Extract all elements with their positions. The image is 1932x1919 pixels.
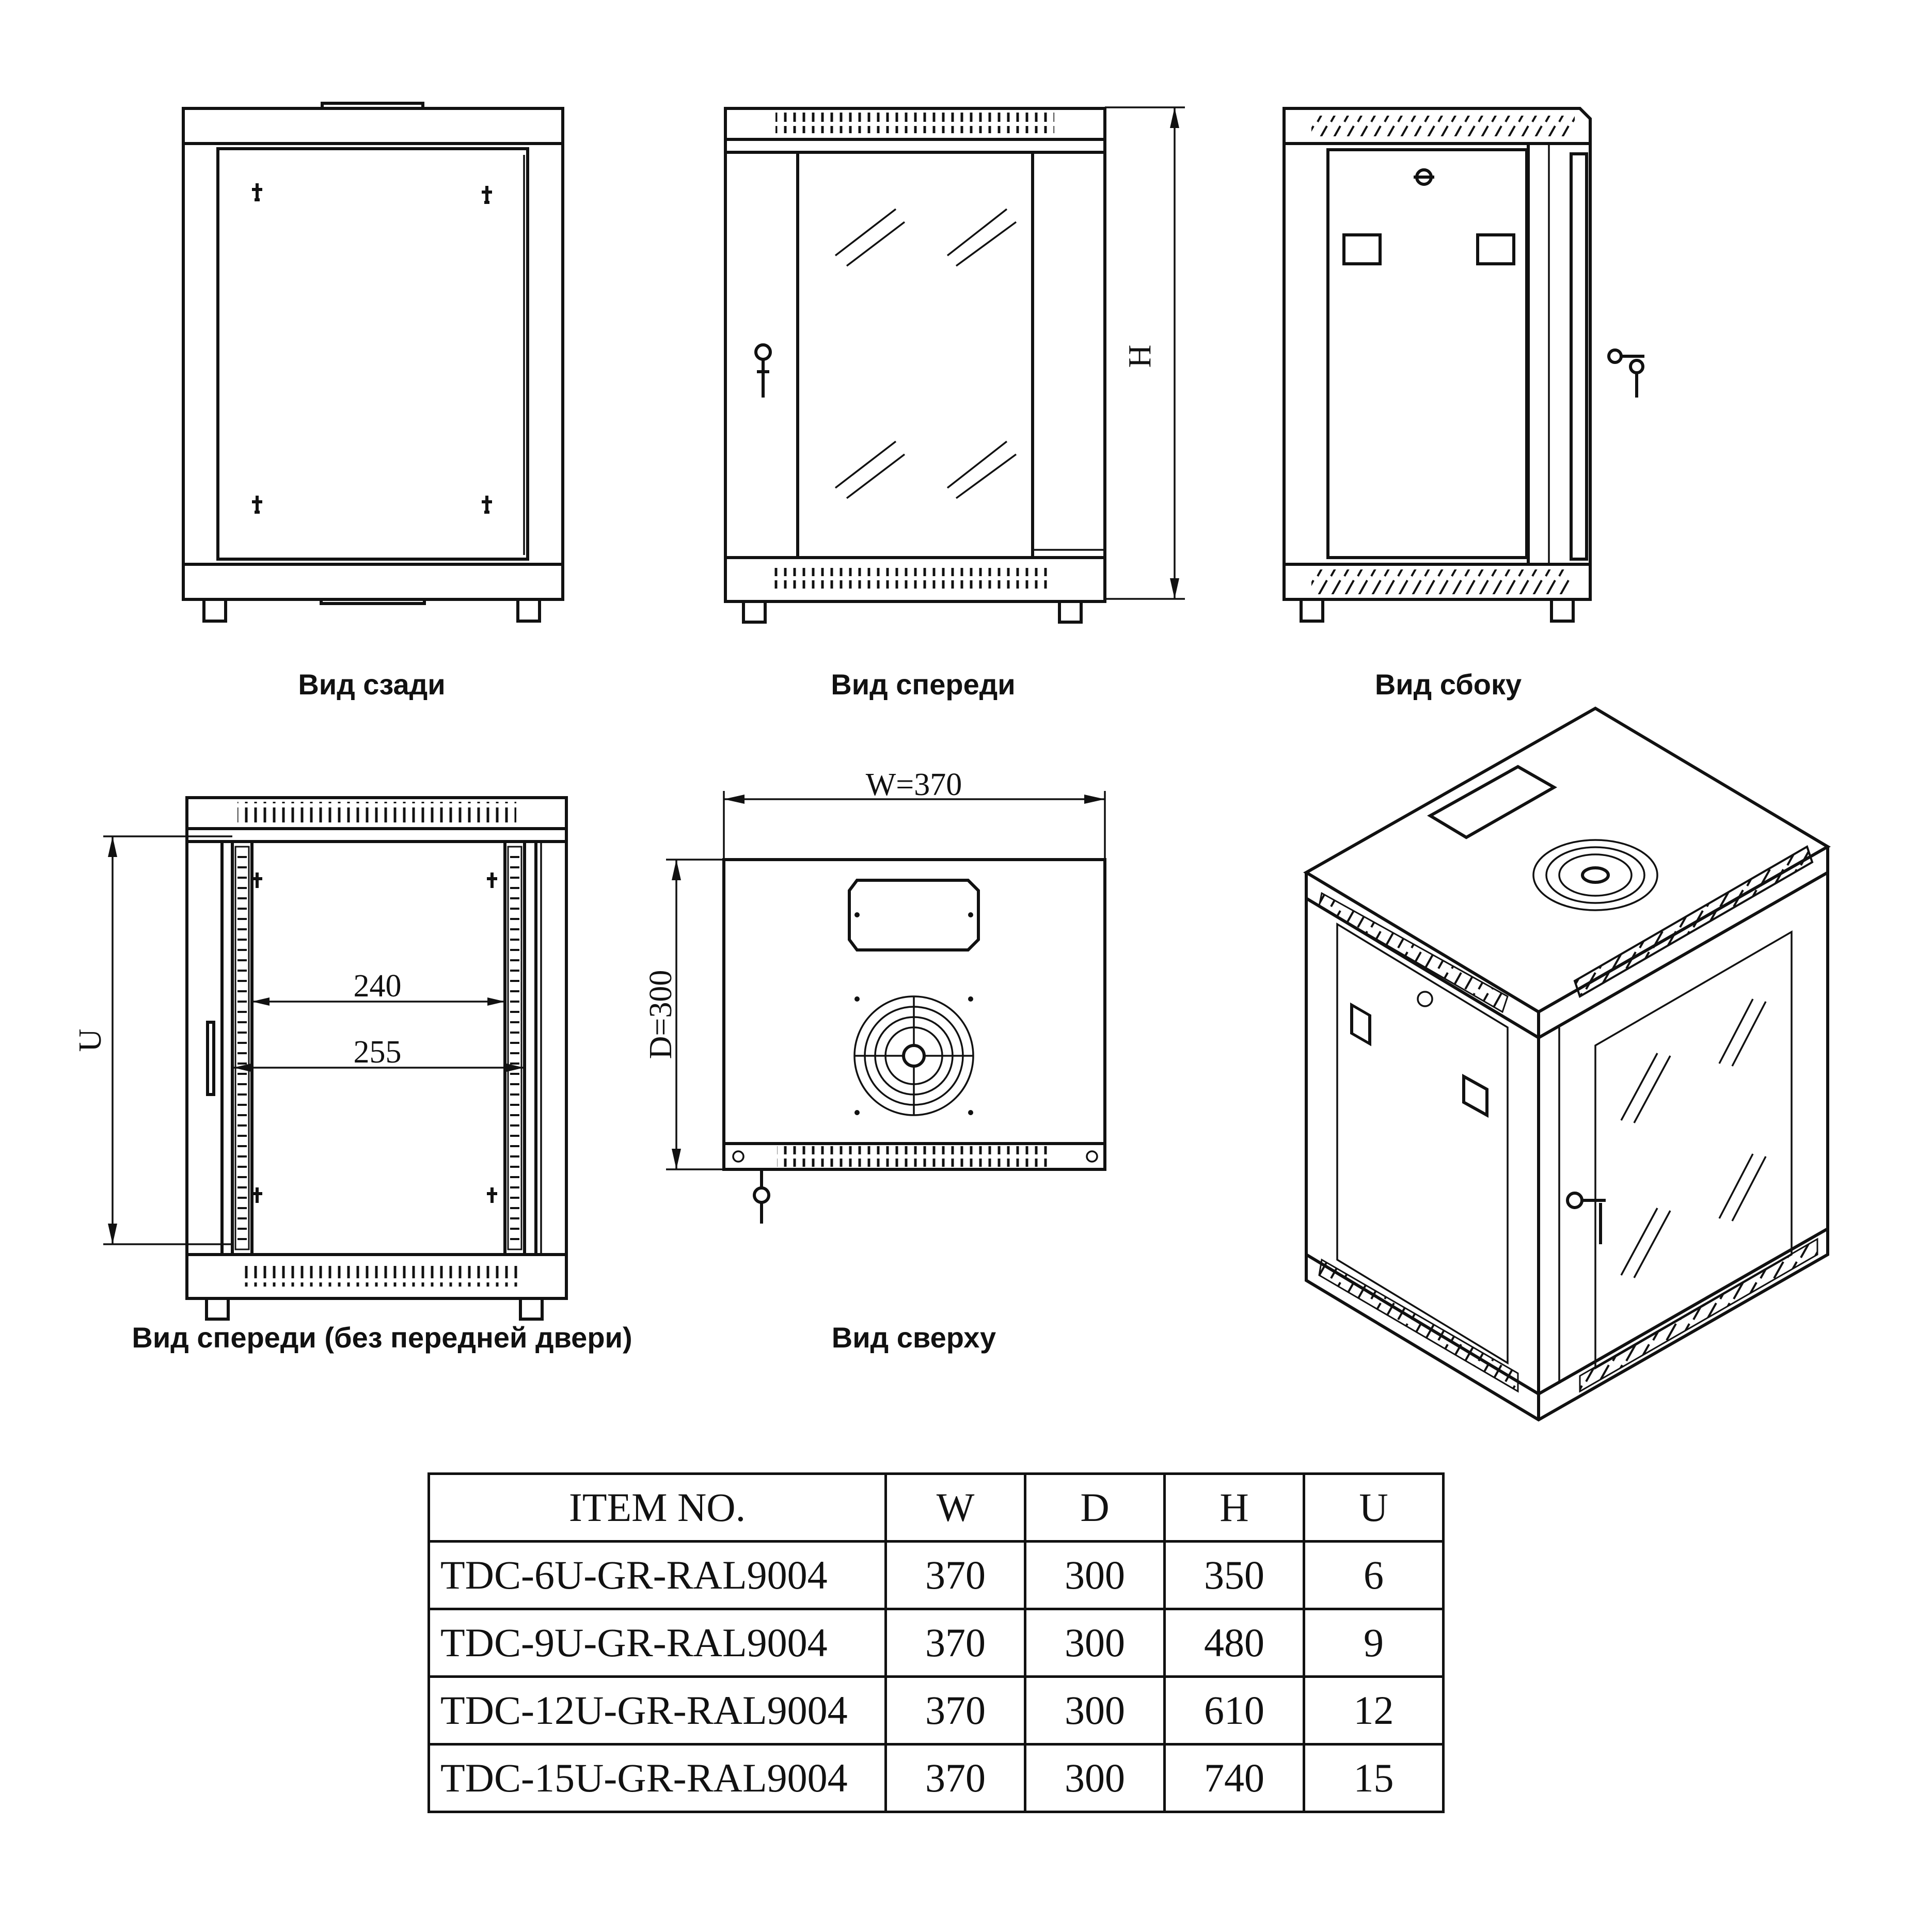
table-row: TDC-9U-GR-RAL9004 370 300 480 9 — [427, 1608, 1445, 1678]
cell-height: 350 — [1163, 1540, 1305, 1610]
cell-width: 370 — [884, 1540, 1026, 1610]
rear-view-drawing — [182, 102, 564, 623]
cell-height: 480 — [1163, 1608, 1305, 1678]
cell-depth: 300 — [1024, 1540, 1166, 1610]
height-dimension-label: H — [1122, 345, 1158, 368]
cell-units: 9 — [1303, 1608, 1445, 1678]
cell-height: 610 — [1163, 1675, 1305, 1746]
front-no-door-drawing — [103, 796, 568, 1321]
cell-item-no: TDC-6U-GR-RAL9004 — [427, 1540, 887, 1610]
caption-front-no-door: Вид спереди (без передней двери) — [132, 1321, 632, 1354]
table-row: TDC-6U-GR-RAL9004 370 300 350 6 — [427, 1540, 1445, 1610]
front-view-drawing — [724, 106, 1185, 624]
table-header-row: ITEM NO. W D H U — [427, 1472, 1445, 1543]
top-view-drawing — [666, 791, 1106, 1224]
cell-item-no: TDC-15U-GR-RAL9004 — [427, 1743, 887, 1813]
caption-rear-view: Вид сзади — [298, 668, 445, 701]
cell-item-no: TDC-12U-GR-RAL9004 — [427, 1675, 887, 1746]
inner-width-255-label: 255 — [354, 1035, 402, 1070]
caption-side-view: Вид сбоку — [1375, 668, 1522, 701]
table-row: TDC-12U-GR-RAL9004 370 300 610 12 — [427, 1675, 1445, 1746]
cell-depth: 300 — [1024, 1675, 1166, 1746]
side-view-drawing — [1282, 107, 1644, 623]
cell-item-no: TDC-9U-GR-RAL9004 — [427, 1608, 887, 1678]
depth-dimension-label: D=300 — [643, 970, 678, 1059]
cell-units: 15 — [1303, 1743, 1445, 1813]
spec-table: ITEM NO. W D H U TDC-6U-GR-RAL9004 370 3… — [427, 1472, 1445, 1813]
table-row: TDC-15U-GR-RAL9004 370 300 740 15 — [427, 1743, 1445, 1813]
cell-units: 6 — [1303, 1540, 1445, 1610]
cell-depth: 300 — [1024, 1743, 1166, 1813]
caption-top-view: Вид сверху — [832, 1321, 996, 1354]
cell-units: 12 — [1303, 1675, 1445, 1746]
header-height: H — [1163, 1472, 1305, 1543]
header-depth: D — [1024, 1472, 1166, 1543]
cell-width: 370 — [884, 1675, 1026, 1746]
header-width: W — [884, 1472, 1026, 1543]
cell-height: 740 — [1163, 1743, 1305, 1813]
cell-depth: 300 — [1024, 1608, 1166, 1678]
cell-width: 370 — [884, 1608, 1026, 1678]
left-mounting-rail-holes — [234, 846, 250, 1250]
right-mounting-rail-holes — [507, 846, 522, 1250]
header-units: U — [1303, 1472, 1445, 1543]
inner-width-240-label: 240 — [354, 969, 402, 1004]
isometric-view-drawing — [1303, 706, 1831, 1422]
fan-grille-icon — [853, 995, 974, 1116]
caption-front-view: Вид спереди — [831, 668, 1015, 701]
width-dimension-label: W=370 — [866, 767, 962, 802]
units-dimension-label: U — [73, 1029, 108, 1052]
cell-width: 370 — [884, 1743, 1026, 1813]
header-item-no: ITEM NO. — [427, 1472, 887, 1543]
